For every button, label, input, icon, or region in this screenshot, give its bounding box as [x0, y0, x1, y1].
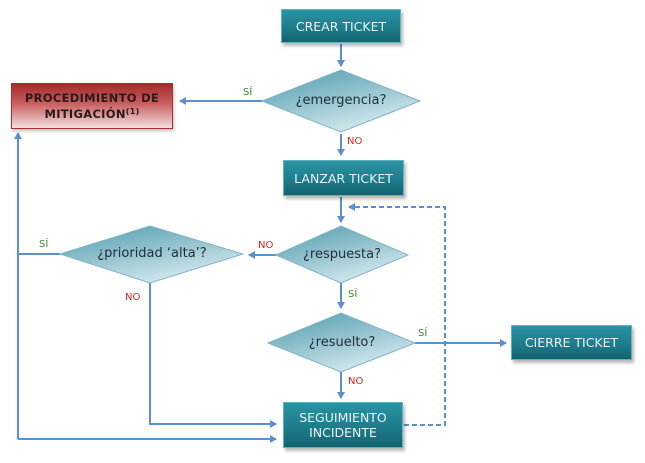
label-respuesta-si: SÍ — [348, 289, 358, 300]
decision-prioridad — [58, 225, 245, 284]
label-respuesta-no: NO — [258, 240, 274, 251]
decision-emergencia-text: ¿emergencia? — [295, 93, 387, 108]
label-resuelto-si: SÍ — [418, 328, 428, 339]
label-prioridad-si: SÍ — [39, 239, 49, 250]
process-cierre-ticket: CIERRE TICKET — [511, 325, 632, 360]
label-emergencia-si: SÍ — [243, 87, 253, 98]
seguimiento-label-line1: SEGUIMIENTO — [299, 410, 387, 425]
label-prioridad-no: NO — [125, 292, 141, 303]
mitigacion-footnote: (1) — [125, 107, 140, 116]
decision-prioridad-text: ¿prioridad ‘alta’? — [97, 246, 207, 261]
edge-prioridad-seguimiento — [149, 283, 277, 428]
label-resuelto-no: NO — [348, 376, 364, 387]
process-procedimiento-mitigacion: PROCEDIMIENTO DE MITIGACIÓN(1) — [11, 83, 173, 129]
decision-resuelto-text: ¿resuelto? — [308, 335, 376, 350]
process-lanzar-ticket: LANZAR TICKET — [283, 160, 404, 196]
decision-resuelto — [266, 312, 417, 373]
label-emergencia-no: NO — [347, 136, 363, 147]
decision-emergencia — [260, 69, 422, 133]
decision-respuesta — [274, 225, 410, 284]
process-seguimiento-incidente: SEGUIMIENTO INCIDENTE — [283, 402, 403, 448]
process-crear-ticket: CREAR TICKET — [281, 9, 401, 43]
crear-ticket-label: CREAR TICKET — [295, 18, 387, 34]
edge-seguimiento-respuesta-dashed — [348, 203, 446, 426]
cierre-ticket-label: CIERRE TICKET — [524, 335, 619, 350]
seguimiento-label-line2: INCIDENTE — [309, 425, 377, 440]
mitigacion-label-line2: MITIGACIÓN — [44, 107, 126, 121]
decision-respuesta-text: ¿respuesta? — [303, 247, 381, 262]
lanzar-ticket-label: LANZAR TICKET — [294, 170, 393, 186]
mitigacion-label-line1: PROCEDIMIENTO DE — [24, 91, 160, 105]
